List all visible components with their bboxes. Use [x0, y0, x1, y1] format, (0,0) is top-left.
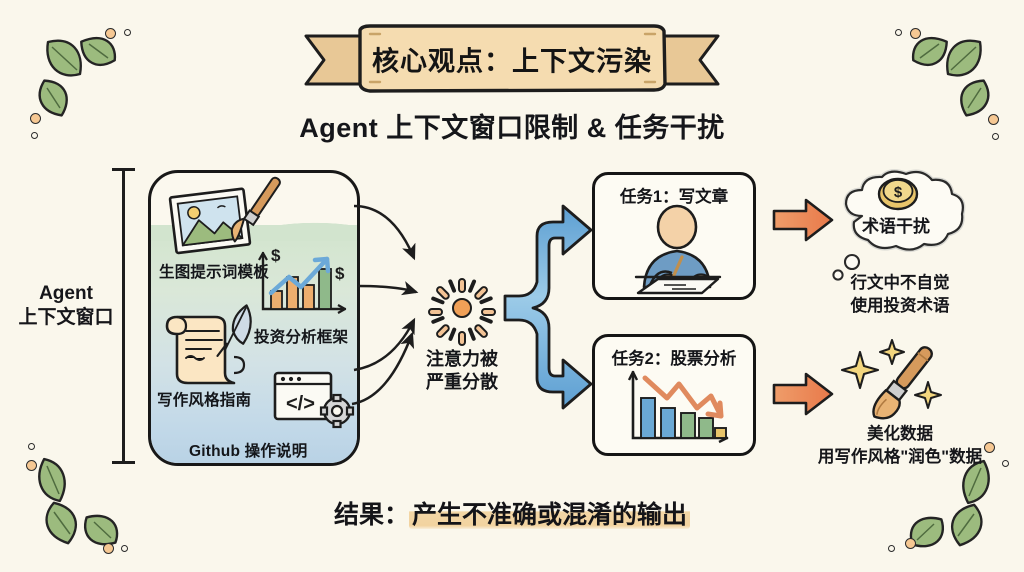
banner: 核心观点：上下文污染: [300, 22, 724, 98]
branching-arrow: [503, 204, 593, 410]
result-statement: 结果：产生不准确或混淆的输出: [0, 495, 1024, 531]
agent-context-bracket: [112, 168, 135, 464]
dot-decoration: [121, 545, 128, 552]
dot-decoration: [992, 133, 999, 140]
dot-decoration: [28, 443, 35, 450]
dot-decoration: [103, 543, 114, 554]
dot-decoration: [124, 29, 131, 36]
dot-decoration: [910, 28, 921, 39]
burst-ray: [458, 278, 466, 293]
attention-label-line2: 严重分散: [426, 372, 498, 393]
burst-ray: [428, 308, 443, 316]
starburst-icon: [416, 262, 508, 354]
dot-decoration: [31, 132, 38, 139]
declining-bar-chart-icon: [627, 370, 729, 444]
burst-core: [452, 298, 472, 318]
burst-ray: [481, 308, 496, 316]
banner-title: 核心观点：上下文污染: [372, 46, 652, 77]
person-writing-icon: [634, 204, 722, 295]
agent-label-line2: 上下文窗口: [18, 307, 114, 329]
bar-chart-growth-icon: $ $: [258, 246, 347, 314]
result-arrow-2: [772, 372, 834, 416]
task-1-title: 任务1：写文章: [619, 188, 729, 206]
paintbrush-sparkle-icon: [840, 339, 942, 420]
outcome-1-caption: 行文中不自觉 使用投资术语: [800, 272, 1000, 318]
attention-label-line1: 注意力被: [426, 349, 498, 369]
page-subtitle: Agent 上下文窗口限制 & 任务干扰: [299, 113, 725, 143]
leaf-decoration-bottom-left: [38, 457, 119, 546]
outcome-2-caption-line1: 美化数据: [867, 425, 933, 443]
picture-paintbrush-icon: [168, 176, 281, 255]
task-2-title: 任务2：股票分析: [611, 350, 737, 368]
converging-arrows: [351, 204, 419, 406]
svg-text:$: $: [335, 264, 345, 283]
burst-ray: [430, 315, 446, 325]
leaf-decoration-top-right: [912, 36, 990, 117]
thought-bubble-tail: [832, 253, 861, 281]
code-window-gear-icon: </>: [273, 371, 355, 429]
dot-decoration: [984, 442, 995, 453]
svg-text:$: $: [894, 184, 903, 201]
svg-text:$: $: [271, 246, 281, 265]
dot-decoration: [988, 114, 999, 125]
outcome-1-caption-line2: 使用投资术语: [850, 296, 950, 315]
context-item-label-3: 写作风格指南: [157, 392, 252, 409]
context-window-container: 生图提示词模板 $ $ 投资分析框架: [148, 170, 360, 466]
task-card-1[interactable]: 任务1：写文章: [592, 172, 756, 300]
burst-ray: [447, 278, 457, 294]
attention-label: 注意力被 严重分散: [400, 348, 524, 395]
dot-decoration: [30, 113, 41, 124]
dot-decoration: [905, 538, 916, 549]
thought-bubble: $: [843, 169, 966, 252]
outcome-2-caption: 美化数据 用写作风格"润色"数据: [800, 423, 1000, 469]
burst-ray: [458, 331, 466, 346]
outcome-2-caption-line2: 用写作风格"润色"数据: [817, 447, 983, 466]
dot-decoration: [888, 545, 895, 552]
dot-decoration: [895, 29, 902, 36]
context-item-label-1: 生图提示词模板: [159, 264, 269, 281]
outcome-1-caption-line1: 行文中不自觉: [850, 274, 950, 292]
dot-decoration: [26, 460, 37, 471]
dot-decoration: [1002, 460, 1009, 467]
result-highlight: 产生不准确或混淆的输出: [409, 501, 691, 529]
result-prefix: 结果：: [333, 501, 409, 529]
outcome-1-bubble-label: 术语干扰: [862, 217, 930, 236]
result-arrow-1: [772, 198, 834, 242]
svg-text:</>: </>: [286, 393, 315, 415]
burst-ray: [478, 315, 494, 325]
scroll-quill-icon: [165, 304, 252, 385]
context-item-label-4: Github 操作说明: [189, 443, 308, 460]
agent-label-line1: Agent: [39, 283, 93, 304]
leaf-decoration-top-left: [38, 36, 116, 117]
task-card-2[interactable]: 任务2：股票分析: [592, 334, 756, 456]
context-item-label-2: 投资分析框架: [254, 329, 349, 346]
leaf-decoration-bottom-right: [909, 459, 990, 548]
dot-decoration: [105, 28, 116, 39]
agent-context-label: Agent 上下文窗口: [18, 282, 114, 331]
